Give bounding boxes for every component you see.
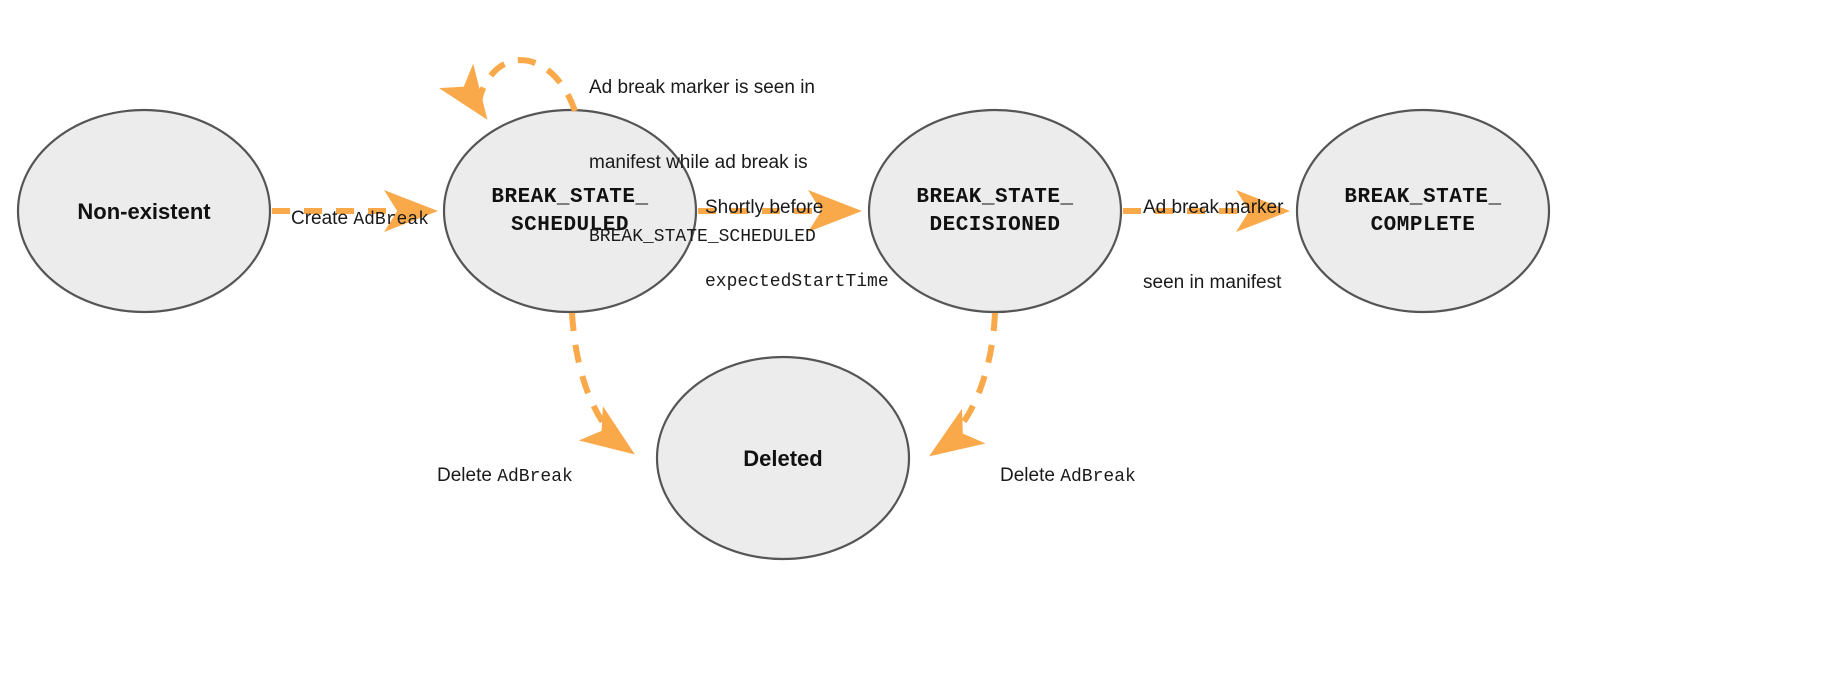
node-break-state-decisioned[interactable] <box>867 108 1123 314</box>
node-break-state-scheduled[interactable] <box>442 108 698 314</box>
node-break-state-complete[interactable] <box>1295 108 1551 314</box>
node-deleted[interactable] <box>655 355 911 561</box>
edge-scheduled-to-deleted <box>569 312 635 455</box>
edge-decisioned-to-deleted <box>929 312 998 457</box>
edge-self-loop-scheduled <box>439 57 578 120</box>
node-non-existent[interactable] <box>16 108 272 314</box>
